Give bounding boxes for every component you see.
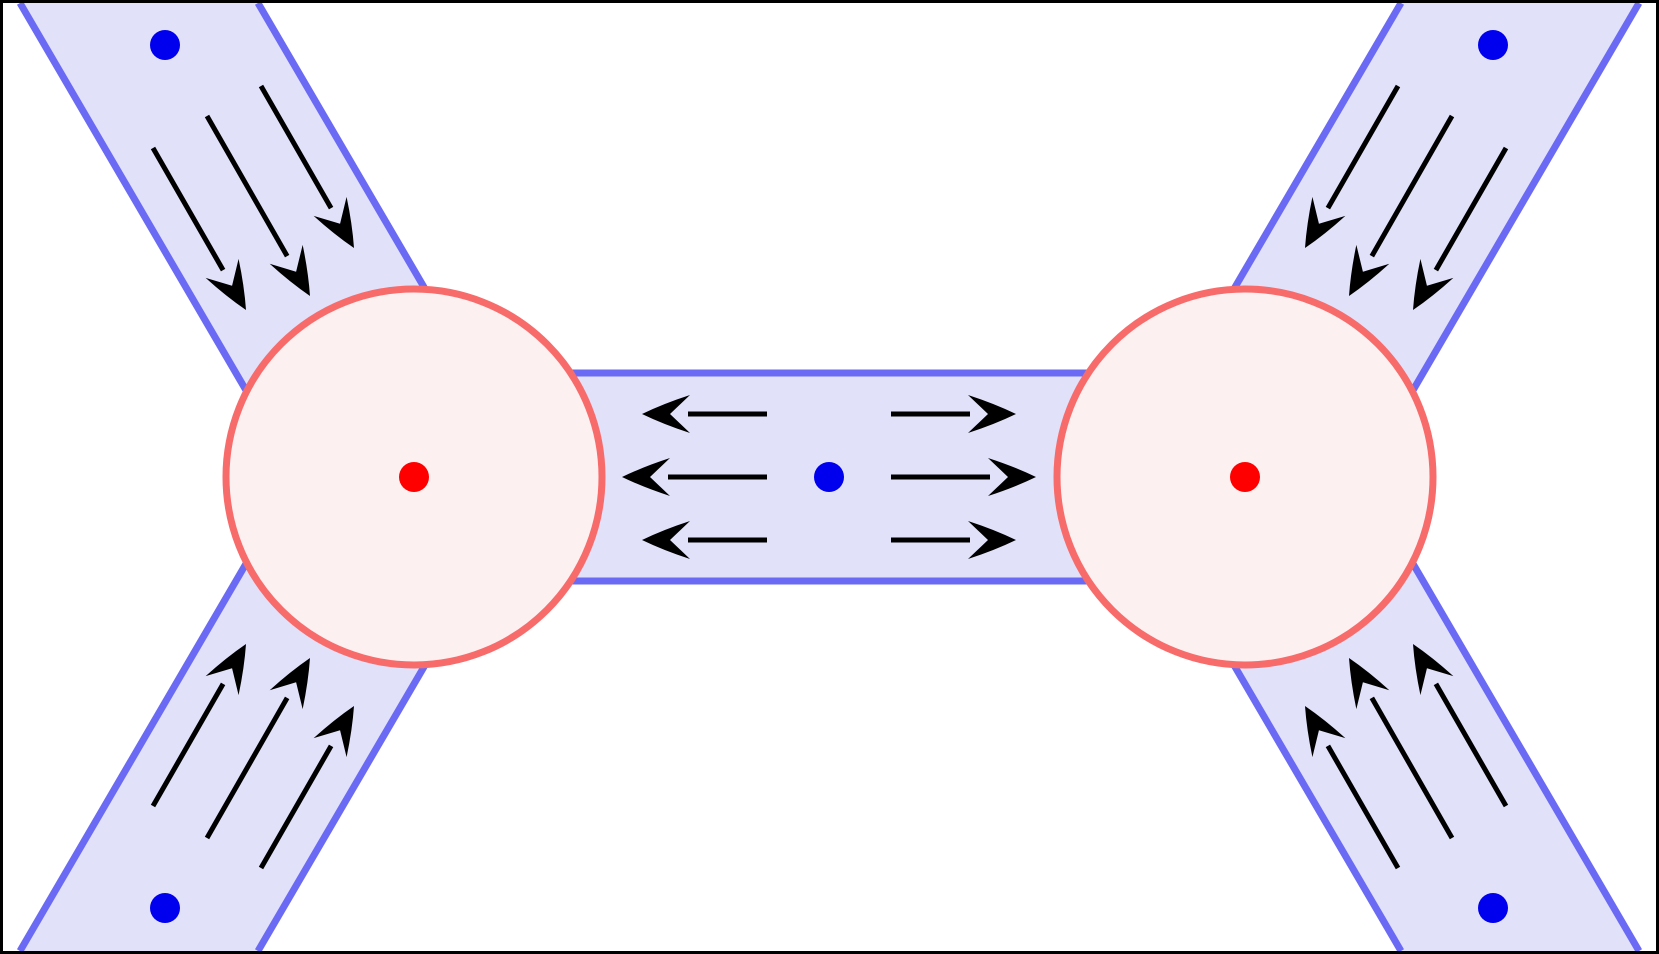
flow-arrow-upper-right-3 — [1413, 146, 1509, 310]
flow-arrow-upper-left-1-head — [205, 258, 246, 310]
flow-arrow-center-left-2 — [622, 458, 767, 496]
flow-arrow-center-right-3 — [891, 521, 1016, 559]
band-dots — [150, 30, 1508, 923]
flow-arrow-lower-right-3 — [1413, 644, 1509, 808]
flow-arrow-upper-right-1 — [1305, 84, 1401, 248]
flow-arrow-upper-right-3-shaft — [1433, 146, 1509, 272]
band-dot-center — [814, 462, 844, 492]
flow-arrow-center-left-3 — [642, 521, 767, 559]
lower-right-band-edge-inner — [1227, 658, 1405, 953]
flow-arrow-center-right-1 — [891, 395, 1016, 433]
lower-left-band-edge-inner — [254, 658, 432, 953]
nodes — [222, 285, 1437, 669]
flow-arrow-lower-right-1 — [1305, 706, 1401, 870]
flow-arrow-center-right-2 — [891, 458, 1036, 496]
flow-arrow-lower-left-1-shaft — [150, 682, 226, 808]
band-dot-lower-left — [150, 893, 180, 923]
upper-right-band-edge-inner — [1227, 1, 1405, 296]
flow-arrow-upper-left-3-shaft — [258, 84, 334, 210]
flow-arrow-upper-left-3 — [258, 84, 354, 248]
flow-arrow-center-right-2-head — [988, 458, 1036, 496]
flow-arrow-lower-left-2-shaft — [204, 696, 290, 840]
upper-right-band — [1231, 3, 1639, 392]
right-node-center-dot — [1230, 462, 1260, 492]
flow-arrow-lower-left-1-head — [205, 644, 246, 696]
upper-left-band-edge-inner — [254, 1, 432, 296]
flow-arrow-lower-right-3-shaft — [1433, 682, 1509, 808]
flow-arrow-center-left-1 — [642, 395, 767, 433]
flow-arrow-upper-right-1-head — [1305, 196, 1346, 248]
flow-arrow-lower-right-1-head — [1305, 706, 1346, 758]
flow-arrow-lower-left-3-head — [313, 706, 354, 758]
flow-arrow-center-left-3-head — [642, 521, 690, 559]
flow-arrow-upper-left-1-shaft — [150, 146, 226, 272]
upper-left-band-edge-outer — [16, 1, 251, 394]
flow-arrow-lower-right-3-head — [1413, 644, 1454, 696]
flow-arrow-upper-right-2-head — [1349, 244, 1390, 296]
flow-arrow-upper-right-2 — [1349, 114, 1455, 296]
flow-arrow-center-right-3-head — [968, 521, 1016, 559]
flow-arrow-lower-left-2-head — [269, 658, 310, 710]
lower-right-band-edge-outer — [1408, 560, 1643, 953]
upper-left-band — [20, 3, 428, 392]
flow-arrow-upper-right-2-shaft — [1369, 114, 1455, 258]
lower-left-band-edge-outer — [16, 560, 251, 953]
flow-arrow-lower-left-2 — [204, 658, 310, 840]
band-dot-lower-right — [1478, 893, 1508, 923]
flow-arrow-lower-right-2-shaft — [1369, 696, 1455, 840]
flow-arrow-lower-right-2 — [1349, 658, 1455, 840]
flow-arrow-center-right-1-head — [968, 395, 1016, 433]
flow-arrow-upper-left-2-head — [269, 244, 310, 296]
flow-arrow-lower-left-1 — [150, 644, 246, 808]
upper-right-band-edge-outer — [1408, 1, 1643, 394]
left-node-center-dot — [399, 462, 429, 492]
flow-arrow-upper-left-2 — [204, 114, 310, 296]
flow-arrow-upper-right-3-head — [1413, 258, 1454, 310]
flow-arrow-lower-right-2-head — [1349, 658, 1390, 710]
flow-arrow-center-left-1-head — [642, 395, 690, 433]
flow-arrow-upper-left-1 — [150, 146, 246, 310]
band-dot-upper-left — [150, 30, 180, 60]
flow-arrow-center-left-2-head — [622, 458, 670, 496]
band-dot-upper-right — [1478, 30, 1508, 60]
flow-arrow-lower-right-1-shaft — [1325, 744, 1401, 870]
flow-arrow-upper-right-1-shaft — [1325, 84, 1401, 210]
flow-arrow-upper-left-2-shaft — [204, 114, 290, 258]
lower-left-band — [20, 562, 428, 951]
flow-arrow-lower-left-3-shaft — [258, 744, 334, 870]
flow-arrow-lower-left-3 — [258, 706, 354, 870]
flow-arrow-upper-left-3-head — [313, 196, 354, 248]
lower-right-band — [1231, 562, 1639, 951]
flow-arrows — [150, 84, 1509, 870]
